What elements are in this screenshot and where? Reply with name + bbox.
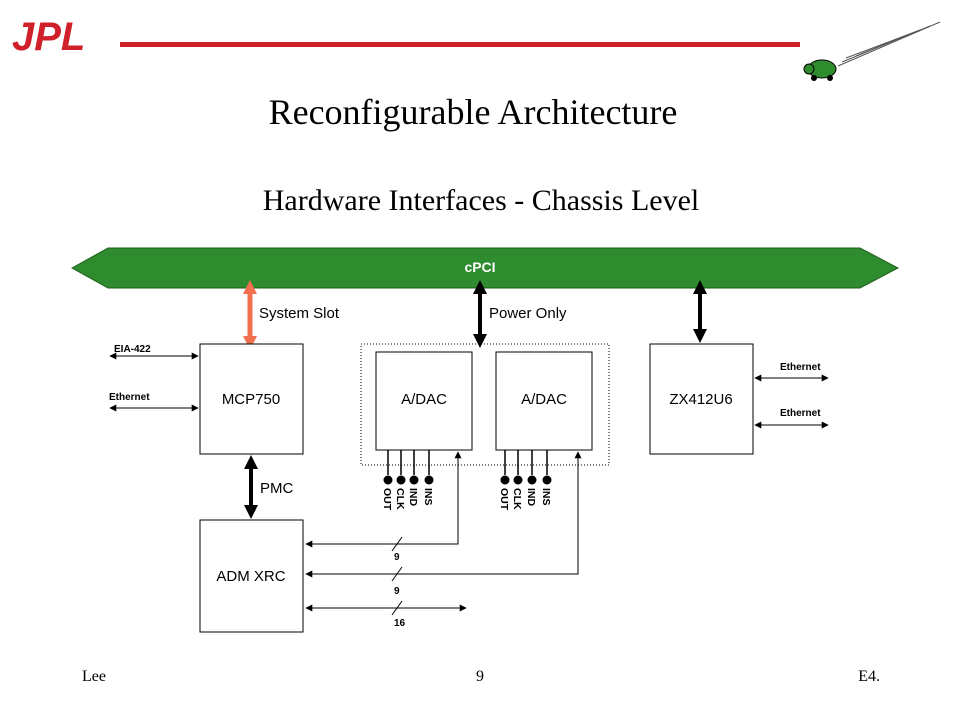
bus-width-3: 16 <box>394 618 406 629</box>
adm-xrc-label: ADM XRC <box>216 568 285 585</box>
zx412u6-board <box>649 343 754 455</box>
adac-1-signal-out: OUT <box>381 488 393 511</box>
bus-width-slash-1 <box>391 536 403 552</box>
cpci-bus-label: cPCI <box>464 259 495 275</box>
adm-xrc-board <box>199 519 304 633</box>
adac-2-signal-out: OUT <box>498 488 510 511</box>
adac-2-signal-clk: CLK <box>511 488 523 510</box>
power-only-label: Power Only <box>489 305 567 322</box>
adac-1-out-pin <box>383 475 393 485</box>
power-only-connector <box>473 280 487 348</box>
footer-author: Lee <box>82 668 106 685</box>
ethernet-right-2-label: Ethernet <box>780 408 821 419</box>
footer-code: E4. <box>858 668 880 685</box>
page-subtitle: Hardware Interfaces - Chassis Level <box>263 184 699 217</box>
adac-board-1 <box>375 351 473 451</box>
adac-board-2 <box>495 351 593 451</box>
adac-1-clk-pin <box>396 475 406 485</box>
adac-1-ind-pin <box>409 475 419 485</box>
eia422-label: EIA-422 <box>114 344 151 355</box>
bus-width-1: 9 <box>394 552 400 563</box>
mcp750-board <box>199 343 304 455</box>
adac-1-label: A/DAC <box>401 391 447 408</box>
system-slot-label: System Slot <box>259 305 340 322</box>
ethernet-left-label: Ethernet <box>109 392 150 403</box>
adac-1-signal-pins <box>387 450 430 475</box>
adac-2-signal-ins: INS <box>540 488 552 506</box>
system-slot-connector <box>243 280 257 350</box>
cpci-bus-arrow <box>70 247 900 289</box>
pmc-connector <box>244 455 258 519</box>
mcp750-label: MCP750 <box>222 391 280 408</box>
adac-2-signal-ind: IND <box>525 488 537 507</box>
adac-2-out-pin <box>500 475 510 485</box>
header-rule <box>120 42 800 47</box>
adac-2-signal-pins <box>504 450 548 475</box>
adac-2-bus-line <box>305 451 582 578</box>
adac-1-ins-pin <box>424 475 434 485</box>
adac-1-signal-clk: CLK <box>394 488 406 510</box>
jpl-logo: JPL <box>12 15 85 59</box>
adac-2-ins-pin <box>542 475 552 485</box>
adac-1-signal-ind: IND <box>407 488 419 507</box>
bus-width-slash-2 <box>391 566 403 582</box>
ethernet-right-1-label: Ethernet <box>780 362 821 373</box>
page-title: Reconfigurable Architecture <box>269 92 678 132</box>
bus-width-2: 9 <box>394 586 400 597</box>
zx412u6-label: ZX412U6 <box>669 391 732 408</box>
bus-width-slash-3 <box>391 600 403 616</box>
pmc-label: PMC <box>260 480 294 497</box>
footer-page-number: 9 <box>476 668 484 685</box>
adac-2-ind-pin <box>527 475 537 485</box>
jpl-logo-text: JPL <box>12 15 85 59</box>
signal-trail-icon <box>837 21 941 67</box>
zx412u6-connector <box>693 280 707 343</box>
adac-2-clk-pin <box>513 475 523 485</box>
turtle-icon <box>803 59 837 81</box>
adac-1-signal-ins: INS <box>422 488 434 506</box>
adac-2-label: A/DAC <box>521 391 567 408</box>
